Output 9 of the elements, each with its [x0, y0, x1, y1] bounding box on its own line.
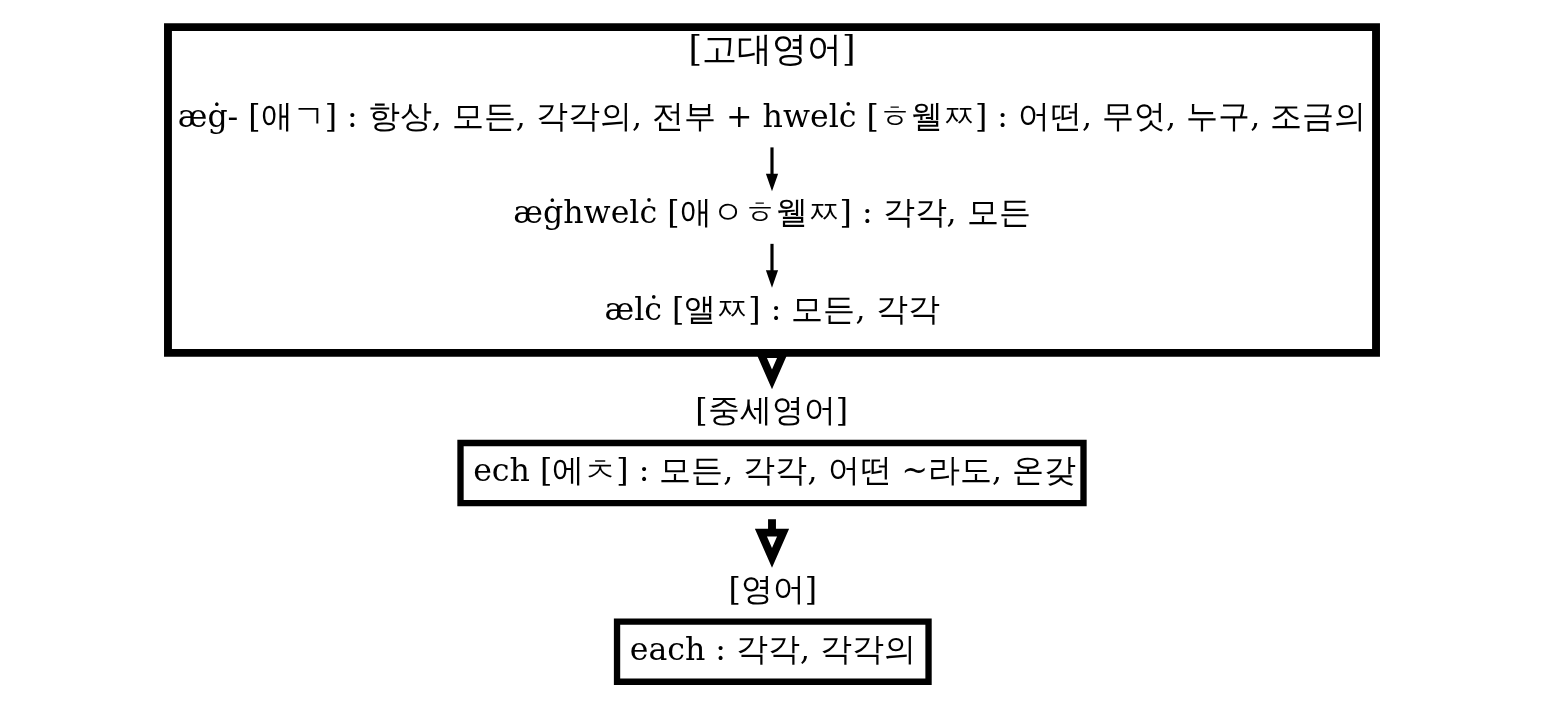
node-label: [영어]: [728, 570, 817, 607]
node-label: [중세영어]: [694, 391, 848, 428]
node-text: ælċ [앨ㅉ] : 모든, 각각: [603, 290, 940, 327]
node-box: each : 각각, 각각의: [613, 618, 932, 685]
node-text: æġ- [애ㄱ] : 항상, 모든, 각각의, 전부 + hwelċ [ㅎ웰ㅉ] : 어떤, 무엇, 누구, 조금의: [177, 97, 1366, 134]
arrow: [765, 147, 778, 192]
node-box: ech [에ㅊ] : 모든, 각각, 어떤 ~라도, 온갖: [456, 439, 1087, 507]
arrow: [765, 243, 778, 288]
node-text: æġhwelċ [애ㅇㅎ웰ㅉ] : 각각, 모든: [512, 194, 1031, 231]
